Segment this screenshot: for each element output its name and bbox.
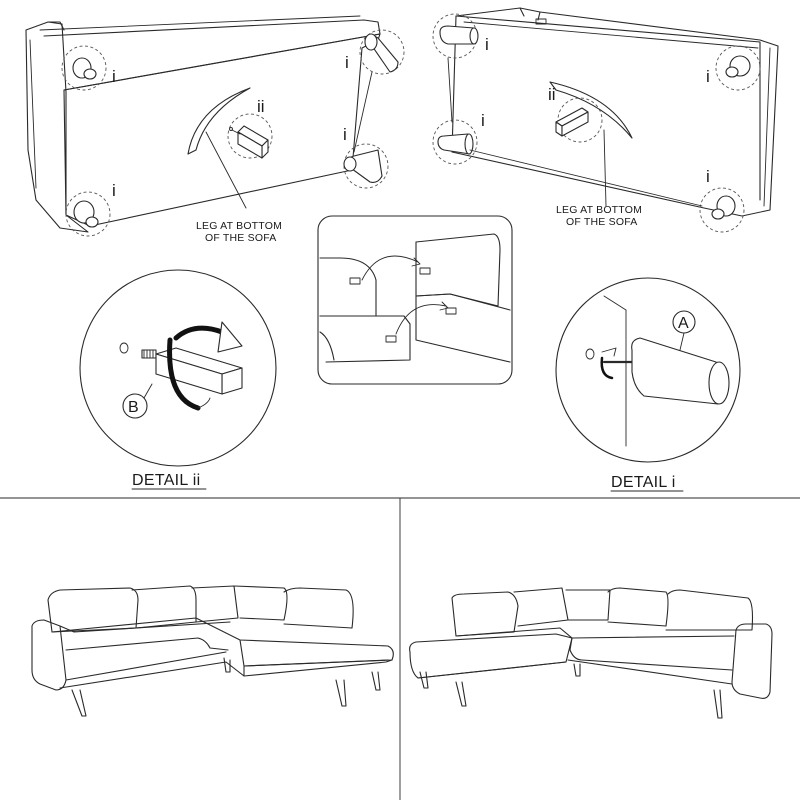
left-leader-ii [205,131,247,209]
note-leg-right-line2: OF THE SOFA [566,216,637,228]
right-leader-left [447,57,453,123]
sectional-sofa-right-config [409,587,773,719]
label-i-left-4: i [343,125,347,144]
note-leg-left-line2: OF THE SOFA [205,232,276,244]
label-i-left-1: i [112,67,116,86]
right-sofa-underside [451,7,779,217]
left-leg-top-right [359,29,405,75]
label-ii-left: ii [257,97,265,116]
right-leader-leg [469,149,703,207]
backrest-insertion-panel [317,215,513,385]
right-leg-mid-left [432,119,478,165]
label-i-right-2: i [481,111,485,130]
detail-i-caption: DETAIL i [611,474,676,491]
label-i-left-2: i [112,181,116,200]
right-curved-arrow [549,81,633,139]
left-leg-top-left [61,45,107,91]
right-leader-ii [603,129,607,207]
left-leg-bottom-left [65,191,111,237]
note-leg-left-line1: LEG AT BOTTOM [196,220,282,232]
left-sofa-underside [25,15,381,233]
right-leg-bottom-right [699,187,745,233]
label-i-right-1: i [485,35,489,54]
right-leg-top-right [715,45,761,91]
sectional-sofa-left-config [31,585,394,717]
label-b: B [128,399,139,416]
detail-i-callout [555,277,741,463]
note-leg-right-line1: LEG AT BOTTOM [556,204,642,216]
left-leader-leg [353,71,373,153]
right-part-ii-hardware [555,97,603,143]
left-curved-arrow [187,87,251,155]
detail-ii-callout [79,269,277,467]
right-leg-top-left [432,13,479,59]
detail-ii-caption: DETAIL ii [132,472,201,489]
label-i-right-4: i [706,167,710,186]
left-leg-bottom-right [343,143,389,189]
left-part-ii-hardware [227,113,273,159]
label-a: A [678,315,689,332]
label-i-right-3: i [706,67,710,86]
label-ii-right: ii [548,85,556,104]
label-i-left-3: i [345,53,349,72]
